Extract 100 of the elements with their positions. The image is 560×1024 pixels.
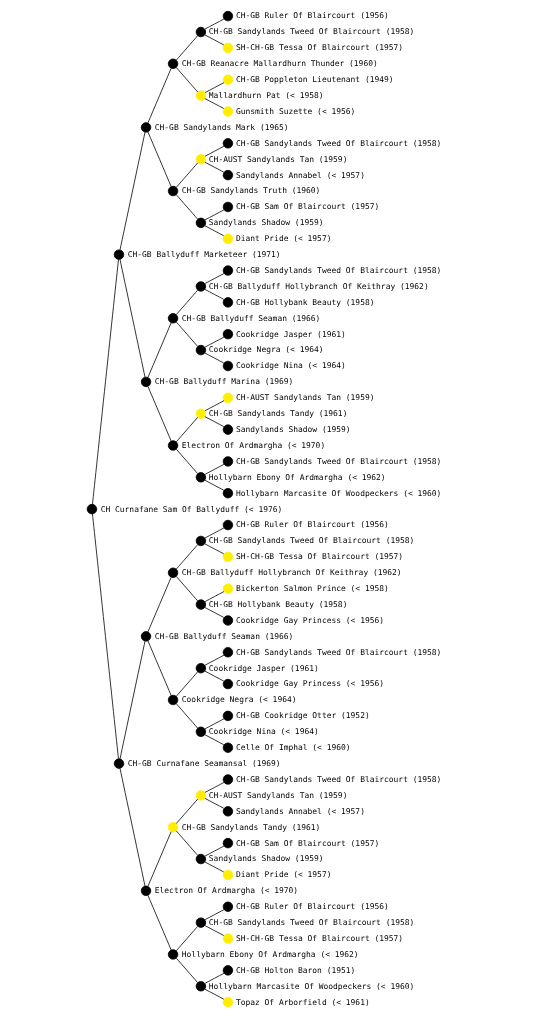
node-circle — [167, 58, 178, 69]
node-label: CH-GB Ruler Of Blaircourt (1956) — [235, 520, 389, 530]
node-circle — [222, 233, 233, 244]
connector — [175, 321, 198, 347]
node-circle — [195, 917, 206, 928]
node-label: CH-GB Poppleton Lieutenant (1949) — [235, 75, 394, 85]
connector — [204, 861, 224, 873]
node-circle — [113, 249, 124, 260]
connector — [91, 513, 119, 760]
node-label: CH Curnafane Sam Of Ballyduff (< 1976) — [100, 504, 282, 514]
connector — [204, 988, 224, 1000]
connector — [119, 131, 145, 251]
node-circle — [195, 790, 206, 801]
node-circle — [222, 360, 233, 372]
node-label: CH-GB Reanacre Mallardhurn Thunder (1960) — [181, 59, 378, 69]
node-label: CH-GB Sandylands Tweed Of Blaircourt (1958) — [235, 647, 441, 657]
connector — [204, 479, 224, 491]
connector — [204, 400, 224, 412]
connector — [204, 209, 224, 221]
node-circle — [222, 551, 233, 562]
node-circle — [195, 726, 206, 737]
connector — [204, 336, 224, 348]
connector — [204, 18, 224, 30]
node-circle — [195, 599, 206, 610]
node-circle — [222, 297, 233, 308]
node-label: Cookridge Gay Princess (< 1956) — [235, 615, 384, 625]
connector — [175, 925, 198, 952]
node-label: Cookridge Jasper (1961) — [235, 329, 346, 339]
node-label: SH-CH-GB Tessa Of Blaircourt (1957) — [235, 933, 403, 943]
node-label: CH-GB Sandylands Mark (1965) — [154, 122, 289, 132]
node-label: CH-GB Curnafane Seamansal (1969) — [127, 758, 281, 768]
connector — [175, 289, 198, 316]
node-circle — [222, 424, 233, 435]
connector — [204, 670, 224, 682]
node-label: CH-GB Sandylands Tweed Of Blaircourt (1958) — [235, 774, 441, 784]
connector — [147, 895, 172, 951]
connector — [119, 640, 145, 760]
node-label: CH-AUST Sandylands Tan (1959) — [208, 790, 347, 800]
connector — [204, 161, 224, 173]
connector — [175, 544, 198, 570]
connector — [147, 67, 171, 124]
node-label: Hollybarn Marcasite Of Woodpeckers (< 1960) — [235, 488, 441, 498]
node-label: CH-GB Ballyduff Marketeer (1971) — [127, 250, 281, 260]
node-circle — [222, 519, 233, 531]
connector — [147, 131, 172, 187]
connector — [147, 831, 171, 887]
node-circle — [222, 647, 233, 658]
node-circle — [167, 313, 178, 324]
node-circle — [222, 615, 233, 626]
node-circle — [222, 106, 233, 117]
connector — [175, 162, 198, 188]
node-label: Hollybarn Ebony Of Ardmargha (< 1962) — [181, 949, 359, 959]
connector — [204, 591, 224, 602]
node-circle — [140, 631, 151, 642]
node-label: CH-GB Sandylands Truth (1960) — [181, 186, 320, 196]
node-label: CH-GB Hollybank Beauty (1958) — [208, 599, 347, 609]
connector — [175, 194, 198, 220]
node-label: Cookridge Negra (< 1964) — [208, 345, 324, 355]
connector — [147, 386, 172, 442]
node-circle — [195, 26, 206, 38]
node-circle — [222, 138, 233, 149]
connector — [204, 925, 224, 936]
node-circle — [113, 758, 124, 769]
connector — [204, 352, 224, 364]
connector — [204, 463, 224, 475]
node-circle — [140, 885, 151, 896]
connector — [204, 972, 224, 984]
connector — [175, 798, 198, 824]
node-circle — [167, 822, 178, 833]
node-circle — [222, 42, 233, 54]
node-circle — [195, 217, 206, 229]
node-label: Sandylands Shadow (1959) — [208, 854, 324, 864]
connector — [204, 145, 224, 157]
node-circle — [222, 806, 233, 817]
node-label: Sandylands Annabel (< 1957) — [235, 806, 365, 816]
node-circle — [222, 965, 233, 976]
node-circle — [86, 503, 97, 515]
connector — [204, 797, 224, 809]
node-circle — [140, 376, 151, 388]
connector — [204, 909, 224, 921]
connector — [204, 734, 224, 746]
node-circle — [195, 663, 206, 674]
node-label: Diant Pride (< 1957) — [235, 870, 331, 880]
connector — [119, 768, 145, 887]
node-label: Sandylands Shadow (1959) — [208, 218, 324, 228]
connector — [204, 782, 224, 793]
connector — [175, 671, 198, 697]
node-label: Topaz Of Arborfield (< 1961) — [235, 997, 370, 1007]
connector — [204, 416, 224, 427]
node-label: Bickerton Salmon Prince (< 1958) — [235, 584, 389, 594]
node-label: Diant Pride (< 1957) — [235, 234, 331, 244]
node-label: CH-GB Ballyduff Hollybranch Of Keithray (1962) — [208, 281, 429, 291]
node-circle — [167, 567, 178, 578]
connector — [175, 416, 198, 443]
node-label: Sandylands Annabel (< 1957) — [235, 170, 365, 180]
node-label: CH-GB Sandylands Tweed Of Blaircourt (1958) — [208, 27, 414, 37]
node-circle — [222, 169, 233, 181]
node-label: CH-GB Sandylands Tweed Of Blaircourt (1958) — [208, 918, 414, 928]
node-circle — [167, 185, 178, 197]
node-circle — [222, 933, 233, 944]
